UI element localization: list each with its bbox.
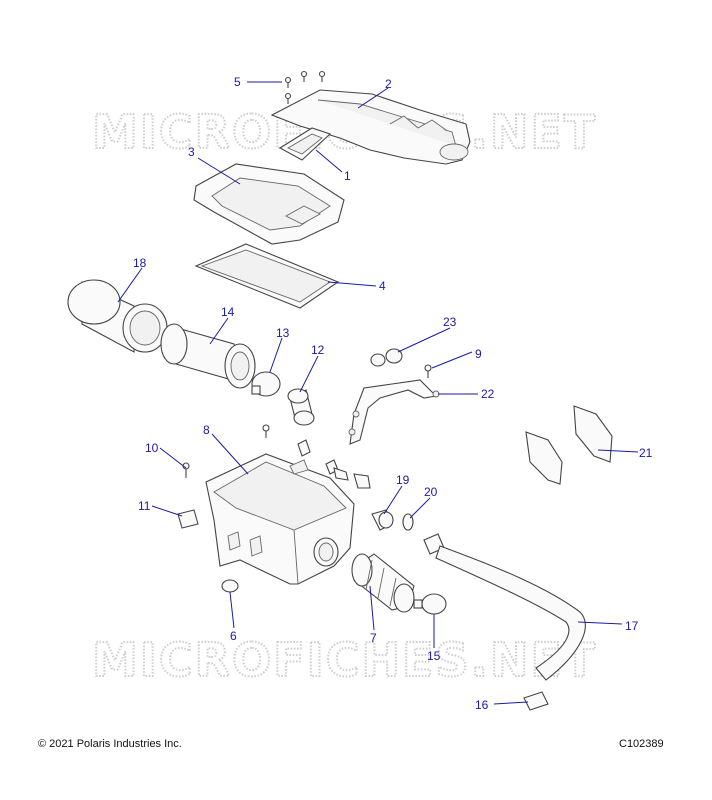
part-18-prefilter [67,279,168,353]
callout-21: 21 [639,446,653,460]
part-19-sensor [371,509,394,531]
callout-15: 15 [427,649,441,663]
callout-19: 19 [396,473,410,487]
part-8-airbox [205,453,355,585]
part-6-grommet [221,579,239,593]
leader-lines [117,81,639,705]
watermark-bottom: MICROFICHES.NET [92,633,597,687]
callout-18: 18 [133,256,147,270]
callout-22: 22 [481,387,495,401]
part-1-seal [278,127,332,161]
callout-7: 7 [370,631,377,645]
callout-4: 4 [379,279,386,293]
part-21-seals [525,405,613,485]
part-3-airbox-cover [193,163,345,245]
part-13-clamp [251,371,281,397]
callouts: 5 2 1 3 4 18 14 13 12 23 9 22 21 10 8 11… [133,75,653,712]
part-4-gasket [194,243,340,309]
part-2-intake-duct [270,89,471,165]
callout-2: 2 [385,77,392,91]
part-16-clamp [523,691,549,711]
part-7-boot [351,553,415,613]
part-22-bracket [348,379,440,445]
part-14-air-filter [160,323,256,389]
part-23-plugs [370,348,403,367]
figure-id: C102389 [619,738,664,750]
callout-6: 6 [230,629,237,643]
callout-1: 1 [344,169,351,183]
hardware-small [262,424,371,489]
callout-20: 20 [424,485,438,499]
callout-9: 9 [475,347,482,361]
callout-3: 3 [188,145,195,159]
callout-16: 16 [475,698,489,712]
callout-8: 8 [203,423,210,437]
callout-17: 17 [625,619,639,633]
callout-14: 14 [221,305,235,319]
part-17-hose [435,545,586,681]
callout-13: 13 [276,326,290,340]
part-12-coupler [287,388,315,426]
part-15-clamp [413,593,447,615]
callout-11: 11 [138,499,151,513]
part-9-screw [424,364,432,378]
callout-12: 12 [311,343,325,357]
callout-10: 10 [145,441,159,455]
callout-23: 23 [443,315,457,329]
part-5-screws [284,70,326,104]
copyright-notice: © 2021 Polaris Industries Inc. [38,738,182,750]
part-10-screw [182,462,190,478]
part-11-clip [177,509,199,529]
callout-5: 5 [234,75,241,89]
